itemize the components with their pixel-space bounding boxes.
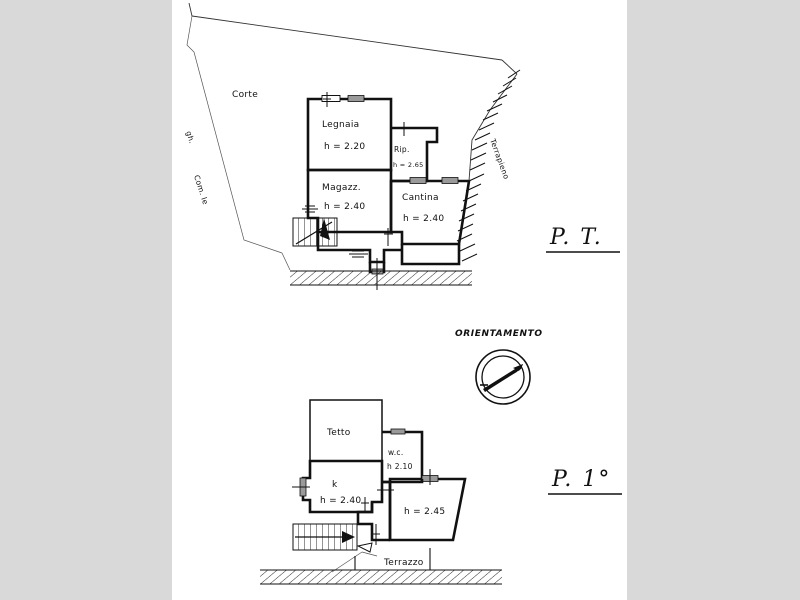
room-label-wc: w.c.	[388, 448, 404, 457]
room-right-first-floor: h = 2.45	[388, 469, 467, 542]
staircase-ground-floor	[292, 217, 338, 247]
label-terrazzo: Terrazzo	[383, 558, 424, 568]
compass-rose-icon	[475, 349, 531, 405]
label-courtyard: Corte	[232, 90, 258, 100]
embankment-terrapieno: Terrapieno	[456, 69, 521, 262]
staircase-first-floor	[292, 523, 373, 553]
terrace-and-ground-line: Terrazzo	[260, 548, 502, 585]
room-height-legnaia: h = 2.20	[324, 142, 365, 152]
ground-line-pt	[290, 270, 472, 286]
room-label-ripostiglio: Rip.	[394, 145, 410, 154]
orientation-title: ORIENTAMENTO	[455, 329, 543, 339]
room-height-ripostiglio: h = 2.65	[393, 161, 424, 169]
first-floor-hall-walls	[356, 479, 424, 545]
floor-plan-drawing: Corte gh. Com. le Legnaia h = 2.20	[184, 2, 622, 585]
ground-floor-plan: Corte gh. Com. le Legnaia h = 2.20	[184, 2, 620, 290]
room-label-tetto: Tetto	[326, 428, 351, 438]
room-label-legnaia: Legnaia	[322, 120, 359, 130]
room-label-k: k	[332, 480, 338, 490]
label-boundary-gh: gh.	[184, 130, 197, 145]
room-height-k: h = 2.40	[320, 496, 361, 506]
room-cantina: Cantina h = 2.40	[389, 177, 471, 246]
first-floor-plan: Tetto w.c. h 2.10 k h = 2.40	[260, 399, 622, 585]
floor-label-pt: P. T.	[546, 225, 620, 253]
room-legnaia: Legnaia h = 2.20	[306, 92, 393, 172]
room-ripostiglio: Rip. h = 2.65	[391, 122, 439, 183]
room-tetto: Tetto	[309, 399, 383, 462]
room-wc: w.c. h 2.10	[382, 428, 424, 484]
label-terrapieno: Terrapieno	[488, 137, 511, 181]
site-boundary	[186, 2, 518, 271]
room-height-cantina: h = 2.40	[403, 214, 444, 224]
label-boundary-comle: Com. le	[192, 174, 210, 206]
room-k: k h = 2.40	[292, 459, 384, 514]
room-height-wc: h 2.10	[387, 462, 413, 471]
room-height-right: h = 2.45	[404, 507, 445, 517]
orientation-block: ORIENTAMENTO	[455, 329, 543, 405]
floor-label-pt-text: P. T.	[549, 225, 603, 250]
room-height-magazzino: h = 2.40	[324, 202, 365, 212]
floor-label-p1: P. 1°	[548, 467, 622, 495]
floor-label-p1-text: P. 1°	[551, 467, 611, 492]
room-label-magazzino: Magazz.	[322, 183, 361, 193]
room-label-cantina: Cantina	[402, 193, 439, 203]
plan-sheet: Corte gh. Com. le Legnaia h = 2.20	[172, 0, 627, 600]
